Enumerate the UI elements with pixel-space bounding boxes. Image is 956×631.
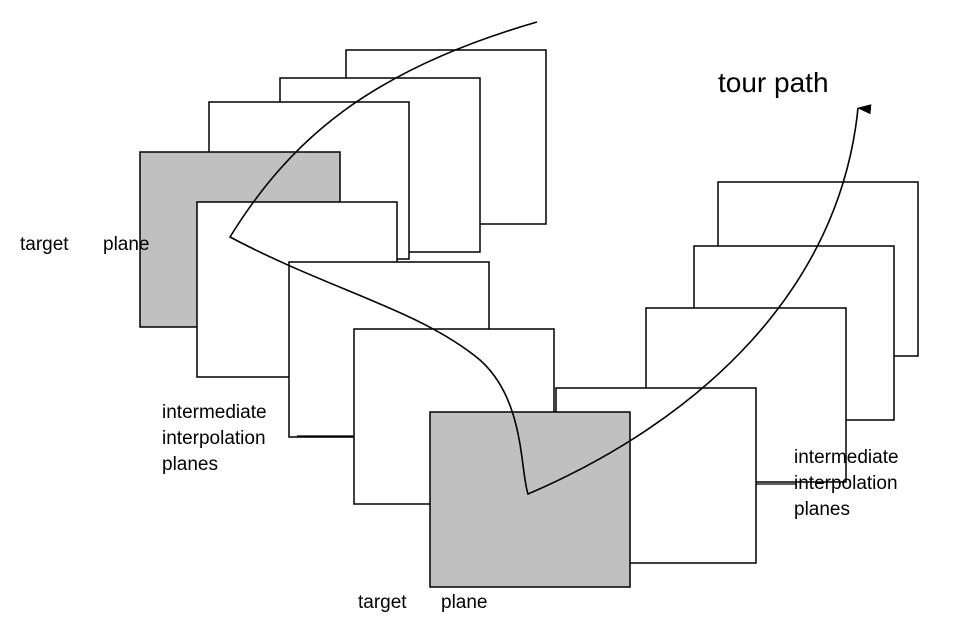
upper-plane-stack (139, 49, 547, 378)
intermediate-label-right: intermediate interpolation planes (794, 447, 899, 520)
tour-path-label: tour path (718, 67, 829, 98)
target-plane-lower (429, 411, 631, 588)
right-plane-stack (429, 181, 919, 588)
target-plane-left-label-word2: plane (103, 234, 150, 255)
target-plane-bottom-label-word2: plane (441, 592, 488, 613)
intermediate-left-line-3: planes (162, 454, 218, 475)
intermediate-right-line-2: interpolation (794, 473, 898, 494)
tour-path-curve (228, 21, 872, 496)
target-plane-left-label-word1: target (20, 234, 69, 255)
intermediate-left-line-1: intermediate (162, 402, 267, 423)
intermediate-label-left: intermediate interpolation planes (162, 402, 267, 475)
intermediate-right-line-3: planes (794, 499, 850, 520)
intermediate-right-line-1: intermediate (794, 447, 899, 468)
target-plane-bottom-label-word1: target (358, 592, 407, 613)
intermediate-left-line-2: interpolation (162, 428, 266, 449)
